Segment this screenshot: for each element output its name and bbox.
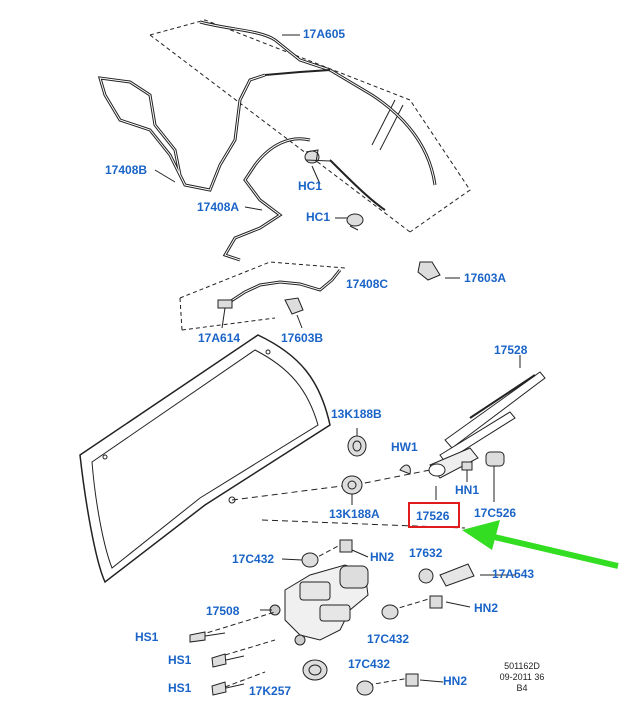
label-hn2-a: HN2 (370, 550, 395, 564)
label-13K188B: 13K188B (331, 407, 382, 421)
label-hs1-c: HS1 (168, 681, 192, 695)
grommet-13K188B (347, 435, 367, 457)
break-mark-1 (371, 99, 396, 146)
upper-tube-boundary (149, 19, 471, 233)
break-mark-2 (379, 104, 404, 151)
bolt-hs1-a (189, 631, 226, 643)
label-17C432-a: 17C432 (232, 552, 275, 566)
label-hc1-mid: HC1 (306, 210, 331, 224)
label-17408C: 17408C (346, 277, 389, 291)
wiper-arm-blade-17528 (439, 355, 546, 463)
bolt-hs1-c (211, 681, 245, 696)
grommet-17C432-a (301, 552, 319, 568)
label-hs1-a: HS1 (135, 630, 159, 644)
label-hn2-c: HN2 (443, 674, 468, 688)
label-17632: 17632 (409, 546, 443, 560)
label-hs1-b: HS1 (168, 653, 192, 667)
rear-glass (79, 334, 331, 584)
grommet-17C432-c (356, 680, 374, 696)
label-hc1-top: HC1 (298, 179, 323, 193)
nut-hn2-c (405, 673, 419, 687)
label-17528: 17528 (494, 343, 528, 357)
cap-17C526 (485, 451, 505, 502)
label-17408B: 17408B (105, 163, 148, 177)
grommet-13K188A (341, 475, 363, 495)
label-17508: 17508 (206, 604, 240, 618)
figure-reference-line3: B4 (516, 683, 528, 693)
highlight-box-17526 (408, 502, 460, 528)
tube-17A543 (439, 563, 475, 587)
nozzle-17603A (417, 261, 460, 281)
wiper-arm-17526 (428, 447, 479, 479)
label-17C432-c: 17C432 (348, 657, 391, 671)
connector-17A614 (217, 299, 233, 309)
label-hn2-b: HN2 (474, 601, 499, 615)
clip-hc1-mid (346, 213, 364, 231)
figure-reference-line2: 09-2011 36 (499, 672, 545, 682)
label-17C526: 17C526 (474, 506, 517, 520)
wiper-motor-17508 (269, 564, 369, 646)
label-hw1: HW1 (391, 440, 418, 454)
grommet-17K257 (302, 659, 328, 681)
nozzle-17603B (284, 297, 304, 315)
grommet-17632 (418, 568, 434, 584)
label-hn1: HN1 (455, 483, 480, 497)
label-17K257: 17K257 (249, 684, 292, 698)
washer-hw1 (399, 464, 411, 475)
label-17408A: 17408A (197, 200, 240, 214)
label-17C432-b: 17C432 (367, 632, 410, 646)
nut-hn2-b (429, 595, 443, 609)
label-17A605: 17A605 (303, 27, 346, 41)
label-17A614: 17A614 (198, 331, 241, 345)
label-17A543: 17A543 (492, 567, 535, 581)
label-13K188A: 13K188A (329, 507, 380, 521)
figure-reference: 501162D 09-2011 36 B4 (486, 661, 558, 694)
nut-hn2-a (339, 539, 353, 553)
hose-17408C-boundary (179, 261, 346, 299)
grommet-17C432-b (381, 604, 399, 620)
callout-arrow (462, 520, 619, 569)
figure-reference-line1: 501162D (504, 661, 540, 671)
label-17603B: 17603B (281, 331, 324, 345)
nut-hn1 (461, 461, 473, 482)
upper-tube-boundary-diag (149, 34, 411, 233)
label-17603A: 17603A (464, 271, 507, 285)
clip-hc1-top (304, 149, 320, 164)
label-17526: 17526 (416, 509, 450, 523)
bolt-hs1-b (211, 653, 245, 668)
